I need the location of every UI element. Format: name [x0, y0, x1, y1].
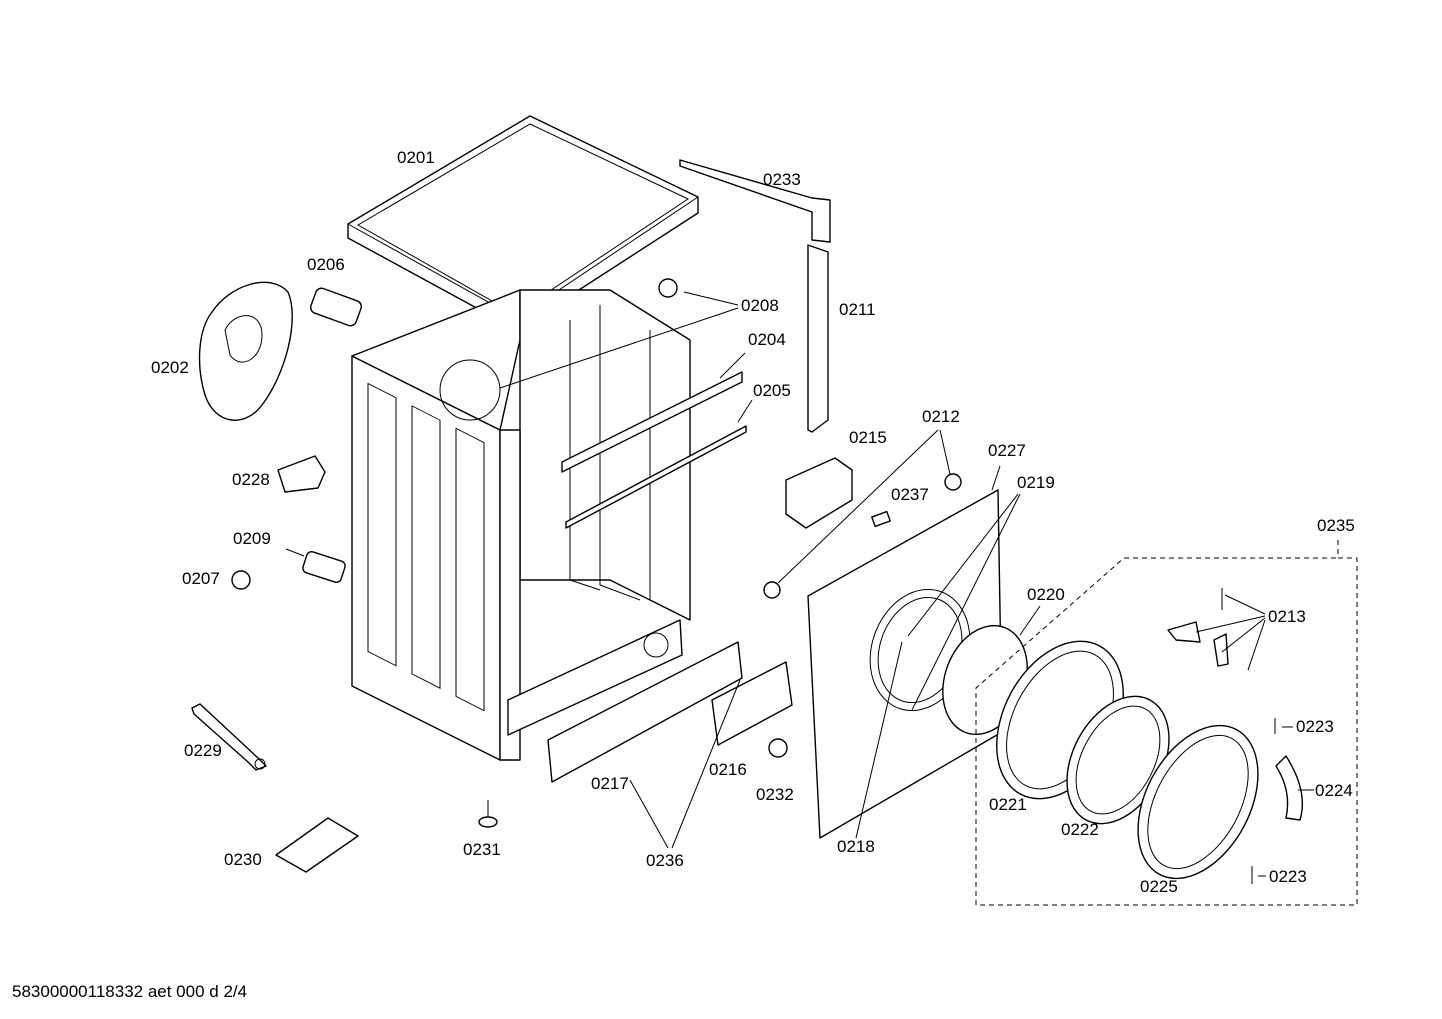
- part-top-cover[interactable]: [347, 115, 699, 331]
- part-0233-rail[interactable]: [679, 159, 831, 243]
- label-0208: 0208: [741, 296, 779, 315]
- label-0223-lower: 0223: [1269, 867, 1307, 886]
- label-0237: 0237: [891, 485, 929, 504]
- part-rear-panel[interactable]: [198, 281, 293, 421]
- label-0221: 0221: [989, 795, 1027, 814]
- part-0231-foot[interactable]: [478, 800, 498, 828]
- label-0219: 0219: [1017, 473, 1055, 492]
- part-0208-clip[interactable]: [658, 278, 678, 298]
- part-labels: 0201 0233 0206 0208 0202 0204 0211 0205 …: [151, 148, 1355, 896]
- part-0225-outer-ring[interactable]: [1114, 705, 1283, 899]
- label-0224: 0224: [1315, 781, 1353, 800]
- label-0202: 0202: [151, 358, 189, 377]
- label-0236: 0236: [646, 851, 684, 870]
- label-0216: 0216: [709, 760, 747, 779]
- label-0213: 0213: [1268, 607, 1306, 626]
- label-0229: 0229: [184, 741, 222, 760]
- part-0222-glass[interactable]: [1046, 679, 1189, 841]
- part-0215-door-lock[interactable]: [785, 457, 853, 529]
- leader-lines: [285, 291, 1314, 877]
- label-0205: 0205: [753, 381, 791, 400]
- part-0213-hinge[interactable]: [1167, 588, 1229, 667]
- label-0215: 0215: [849, 428, 887, 447]
- part-0232-knob[interactable]: [768, 738, 788, 758]
- part-0224-handle[interactable]: [1275, 755, 1303, 821]
- part-0217-fascia[interactable]: [547, 641, 743, 783]
- label-0217: 0217: [591, 774, 629, 793]
- part-0230-plate[interactable]: [275, 817, 359, 873]
- label-0211: 0211: [839, 300, 876, 319]
- label-0230: 0230: [224, 850, 262, 869]
- label-0227: 0227: [988, 441, 1026, 460]
- label-0207: 0207: [182, 569, 220, 588]
- label-0201: 0201: [397, 148, 435, 167]
- label-0206: 0206: [307, 255, 345, 274]
- part-crossbar-lower[interactable]: [565, 425, 747, 529]
- label-0235: 0235: [1317, 516, 1355, 535]
- label-0220: 0220: [1027, 585, 1065, 604]
- part-0209-pump[interactable]: [302, 550, 347, 584]
- part-0207-knob[interactable]: [231, 570, 251, 590]
- part-0212-clip[interactable]: [763, 473, 962, 599]
- part-cabinet: [351, 289, 691, 761]
- label-0218: 0218: [837, 837, 875, 856]
- label-0222: 0222: [1061, 820, 1099, 839]
- label-0209: 0209: [233, 529, 271, 548]
- door-assembly-group: [975, 540, 1358, 906]
- label-0228: 0228: [232, 470, 270, 489]
- part-0216-cover[interactable]: [711, 661, 793, 746]
- part-0211-rail[interactable]: [807, 244, 829, 433]
- part-0237-clip[interactable]: [871, 510, 891, 528]
- label-0231: 0231: [463, 840, 501, 859]
- part-0229-wrench[interactable]: [191, 703, 267, 771]
- part-0206-valve[interactable]: [309, 287, 363, 328]
- label-0204: 0204: [748, 330, 786, 349]
- label-0232: 0232: [756, 785, 794, 804]
- label-0212: 0212: [922, 407, 960, 426]
- label-0233: 0233: [763, 170, 801, 189]
- label-0225: 0225: [1140, 877, 1178, 896]
- drawing-reference-number: 58300000118332 aet 000 d 2/4: [12, 982, 248, 1001]
- part-0228-bracket[interactable]: [277, 455, 326, 493]
- part-crossbar-upper[interactable]: [561, 371, 743, 473]
- label-0223-upper: 0223: [1296, 717, 1334, 736]
